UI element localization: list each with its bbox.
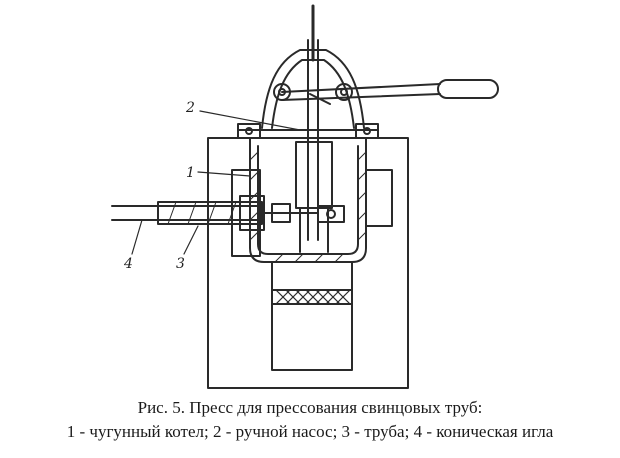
hand-pump-chamber	[295, 141, 345, 253]
figure-caption-legend: 1 - чугунный котел; 2 - ручной насос; 3 …	[66, 422, 554, 441]
callout-4: 4	[123, 256, 133, 272]
pump-rod	[307, 4, 319, 241]
left-side-block	[231, 169, 261, 257]
callout-2: 2	[185, 100, 195, 116]
figure-caption-title: Рис. 5. Пресс для прессования свинцовых …	[137, 398, 483, 417]
pump-yoke	[261, 49, 365, 129]
cast-iron-boiler	[237, 123, 379, 263]
callout-3: 3	[176, 256, 185, 272]
press-cylinder-body	[271, 261, 353, 371]
callout-leaders	[131, 110, 301, 255]
callout-1: 1	[186, 165, 195, 181]
cylinder-hatching	[275, 289, 351, 305]
hand-lever	[281, 79, 499, 105]
pipe-outlet	[111, 195, 319, 231]
right-side-block	[365, 169, 393, 227]
